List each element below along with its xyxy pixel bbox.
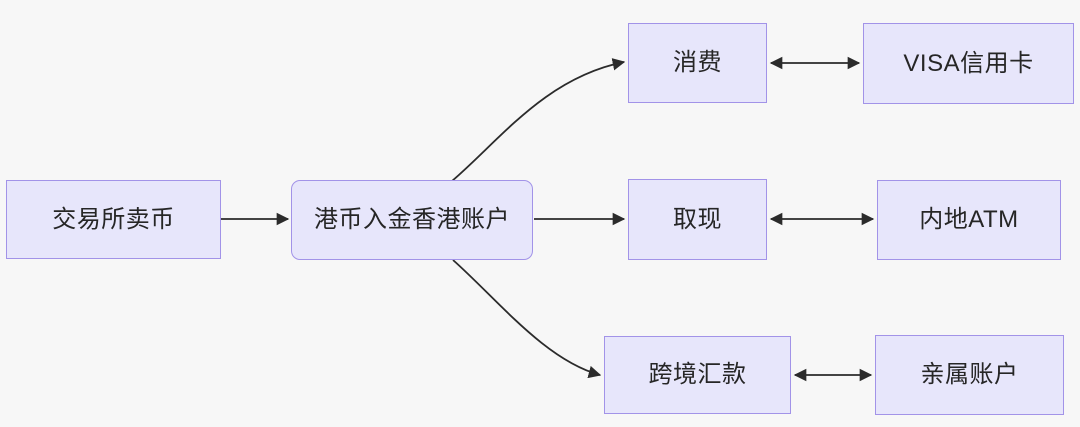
node-relative-account-label: 亲属账户: [920, 361, 1019, 388]
node-mainland-atm-label: 内地ATM: [919, 206, 1019, 233]
node-mainland-atm[interactable]: 内地ATM: [877, 180, 1061, 260]
edge-deposit-to-spending: [451, 58, 626, 182]
node-exchange-sell-label: 交易所卖币: [52, 205, 175, 233]
node-relative-account[interactable]: 亲属账户: [875, 335, 1064, 415]
node-spending-label: 消费: [673, 49, 722, 76]
edge-deposit-to-remit: [452, 259, 602, 379]
node-visa-credit-card[interactable]: VISA信用卡: [863, 23, 1074, 104]
node-cash-withdrawal[interactable]: 取现: [628, 179, 767, 260]
node-spending[interactable]: 消费: [628, 23, 767, 103]
node-visa-credit-card-label: VISA信用卡: [903, 49, 1034, 77]
node-exchange-sell[interactable]: 交易所卖币: [6, 180, 221, 259]
node-cross-border-remit[interactable]: 跨境汇款: [604, 336, 791, 414]
node-hkd-deposit-label: 港币入金香港账户: [314, 206, 510, 233]
node-cross-border-remit-label: 跨境汇款: [648, 361, 747, 388]
node-hkd-deposit[interactable]: 港币入金香港账户: [291, 180, 533, 260]
node-cash-withdrawal-label: 取现: [673, 205, 722, 233]
